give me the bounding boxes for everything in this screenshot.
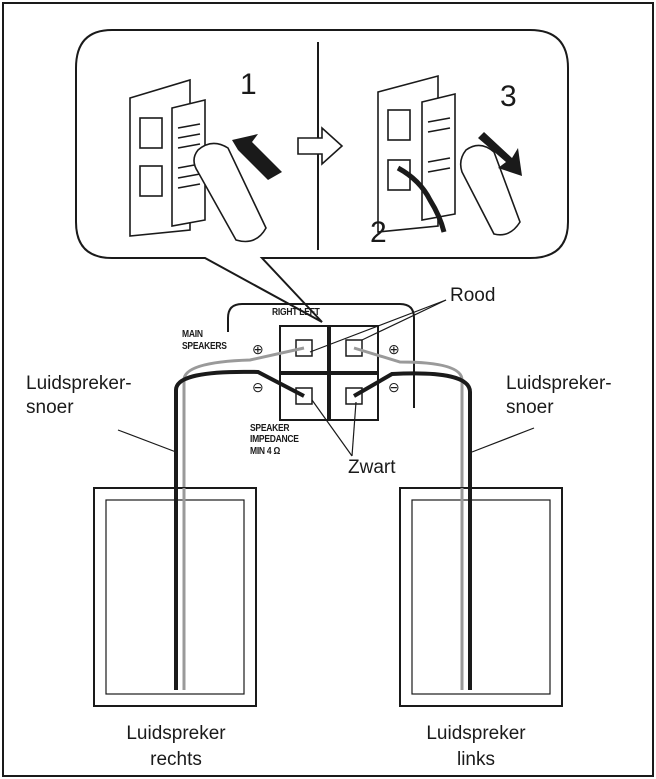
main-speakers-line2: SPEAKERS bbox=[182, 341, 227, 352]
cord-right-callout-line bbox=[471, 427, 535, 453]
minus-symbol-left: ⊖ bbox=[252, 379, 264, 395]
finger-step3 bbox=[459, 144, 521, 236]
impedance-line2: IMPEDANCE bbox=[250, 434, 299, 445]
terminal-header: RIGHT LEFT bbox=[272, 307, 320, 318]
cord-right-speaker-black bbox=[174, 369, 305, 690]
red-callout-line-1 bbox=[361, 299, 447, 341]
terminal-block bbox=[279, 325, 379, 421]
release-arrow-icon bbox=[478, 132, 522, 176]
black-label: Zwart bbox=[348, 457, 396, 478]
red-label: Rood bbox=[450, 285, 496, 306]
impedance-line1: SPEAKER bbox=[250, 423, 290, 434]
transition-arrow-icon bbox=[297, 126, 344, 166]
black-callout-line-1 bbox=[311, 399, 353, 457]
cord-left-callout-line bbox=[117, 429, 177, 453]
push-arrow-icon bbox=[232, 134, 282, 180]
terminal-clip-step3 bbox=[377, 74, 456, 233]
impedance-line3: MIN 4 Ω bbox=[250, 446, 281, 457]
step-2-label: 2 bbox=[370, 216, 387, 249]
plus-symbol-left: ⊕ bbox=[252, 341, 264, 357]
cord-right-label-line2: snoer bbox=[506, 397, 554, 418]
step-3-label: 3 bbox=[500, 80, 517, 113]
speaker-left-inner bbox=[411, 499, 551, 695]
minus-symbol-right: ⊖ bbox=[388, 379, 400, 395]
plus-symbol-right: ⊕ bbox=[388, 341, 400, 357]
speaker-right-label-line1: Luidspreker bbox=[126, 723, 226, 744]
speaker-right-label-line2: rechts bbox=[150, 749, 202, 770]
finger-step1 bbox=[193, 142, 267, 243]
wire-insert bbox=[396, 165, 447, 233]
cord-left-label-line1: Luidspreker- bbox=[26, 373, 132, 394]
main-speakers-line1: MAIN bbox=[182, 329, 203, 340]
speaker-left-label-line1: Luidspreker bbox=[426, 723, 526, 744]
black-callout-line-2 bbox=[351, 401, 357, 457]
cord-left-speaker-black bbox=[352, 371, 472, 690]
red-callout-line-2 bbox=[309, 299, 447, 353]
terminal-clip-step1 bbox=[129, 78, 206, 237]
step-1-label: 1 bbox=[240, 68, 257, 101]
speaker-left-box bbox=[399, 487, 563, 707]
cord-left-label-line2: snoer bbox=[26, 397, 74, 418]
cord-right-label-line1: Luidspreker- bbox=[506, 373, 612, 394]
speaker-left-label-line2: links bbox=[456, 749, 496, 770]
